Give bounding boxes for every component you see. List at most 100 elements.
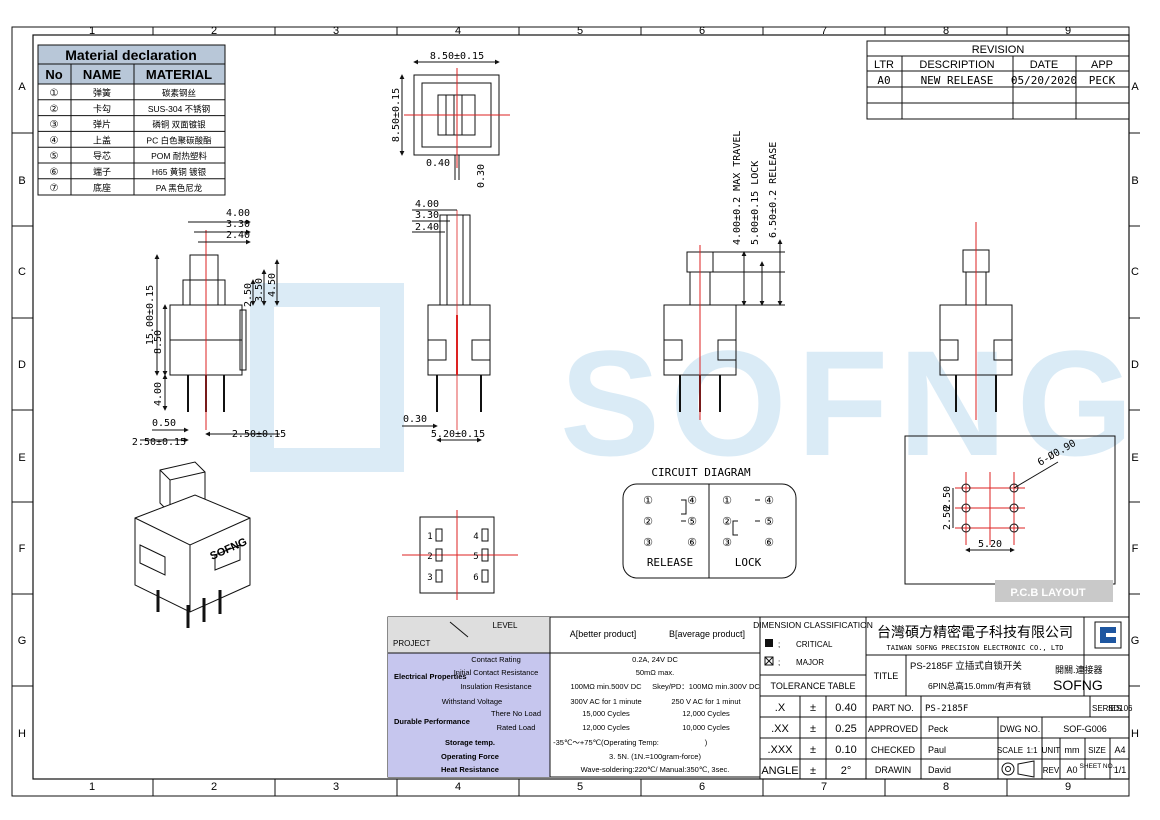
circuit-terminal: ④ [687,495,697,507]
pin-pad [435,548,443,562]
spec-row-b: ) [705,738,708,747]
pin-label: 4 [473,532,478,542]
approved-value: Peck [928,724,949,734]
spec-row-b: 250 V AC for 1 minut [671,697,741,706]
critical-label: CRITICAL [796,640,833,649]
pin-pad [435,569,443,583]
pin-label: 1 [427,532,432,542]
grid-col-label-top: 5 [577,25,583,37]
release-dim: 6.50±0.2 RELEASE [768,142,779,238]
grid-col-label-bottom: 4 [455,781,461,793]
travel-dim: 4.00±0.2 MAX TRAVEL [732,131,743,245]
drawn-value: David [928,765,951,775]
sofng-watermark: SOFNG [250,283,1133,487]
logo-icon [1094,621,1122,649]
spec-durable: Durable Performance [394,717,470,726]
pin-label: 3 [427,573,432,583]
rev-label: REV [1043,766,1060,775]
sheet-label: SHEET NO. [1080,763,1115,770]
tol-pm: ± [810,744,816,756]
material-row-material: SUS-304 不锈钢 [148,104,210,114]
inner-border [32,34,1130,780]
top-dim-width: 8.50±0.15 [430,51,484,62]
drawn-label: DRAWIN [875,765,911,775]
left-dim-1500: 15.00±0.15 [145,285,156,345]
tol-pm: ± [810,765,816,777]
spec-row-a: 15,000 Cycles [582,709,630,718]
pcb-badge: P.C.B LAYOUT [1010,587,1085,599]
material-row-material: POM 耐热塑料 [151,151,207,161]
left-dim-450: 4.50 [267,273,278,297]
rev-ltr: A0 [877,74,890,87]
spec-project: PROJECT [393,639,430,648]
pcb-dim-520: 5.20 [978,539,1002,550]
size-value: A4 [1114,745,1125,755]
material-row-name: 上盖 [93,134,111,145]
grid-row-label-left: A [18,81,26,93]
rev-header-ltr: LTR [874,59,894,71]
spec-electrical: Electrical Properties [394,672,467,681]
tol-key: .XXX [767,744,793,756]
tol-key: .XX [771,723,789,735]
left-dim-250a: 2.50±0.15 [132,437,186,448]
pcb-hole [961,483,971,493]
circuit-terminal: ③ [722,537,732,549]
major-mark-icon [764,656,774,666]
major-label: MAJOR [796,658,824,667]
grid-col-label-top: 4 [455,25,461,37]
material-header-name: NAME [83,67,122,82]
pin-pad [481,548,489,562]
spec-row-a: Wave-soldering:220℃/ Manual:350℃, 3sec. [581,765,730,774]
critical-mark-icon [765,639,773,647]
unit-value: mm [1065,745,1080,755]
spec-row-label: Initial Contact Resistance [454,668,539,677]
material-row-name: 弹簧 [93,87,111,98]
tol-key: .X [775,702,786,714]
pcb-dim-250a: 2.50 [942,486,953,510]
pin-pad [481,528,489,542]
spec-row-label: Contact Rating [471,655,521,664]
grid-row-label-right: G [1131,635,1140,647]
spec-row-label: There No Load [491,709,541,718]
material-row-no: ③ [50,120,59,131]
side-dim-240: 2.40 [415,222,439,233]
tol-pm: ± [810,723,816,735]
circuit-title: CIRCUIT DIAGRAM [651,466,751,479]
rev-date: 05/20/2020 [1011,74,1077,87]
svg-text:;: ; [778,640,780,649]
left-dim-250: 2.50 [243,283,254,307]
circuit-lock-label: LOCK [735,556,762,569]
grid-row-label-left: H [18,728,26,740]
tol-value: 2° [841,765,852,777]
pin-pad [481,569,489,583]
material-row-no: ④ [50,135,59,146]
spec-row-a: -35℃～+75℃(Operating Temp: [553,738,659,747]
svg-text:;: ; [778,658,780,667]
side-dim-400: 4.00 [415,199,439,210]
left-dim-050: 0.50 [152,418,176,429]
series-label: SERIES [1092,704,1121,713]
checked-label: CHECKED [871,745,916,755]
grid-row-label-left: C [18,266,26,278]
material-row-no: ⑥ [50,167,59,178]
circuit-terminal: ⑥ [687,537,697,549]
revision-table: REVISION LTR DESCRIPTION DATE APP A0 NEW… [866,40,1130,120]
checked-value: Paul [928,745,946,755]
circuit-terminal: ② [643,516,653,528]
company-cn: 台灣碩方精密電子科技有限公司 [877,624,1073,640]
grid-row-label-right: F [1132,543,1139,555]
grid-row-label-left: D [18,359,26,371]
spec-row-a: 300V AC for 1 minute [570,697,641,706]
series-value: SD106 [1108,704,1133,713]
spec-a-head: A[better product] [570,629,637,639]
revision-title: REVISION [972,44,1025,56]
rev-header-desc: DESCRIPTION [919,59,994,71]
grid-col-label-bottom: 8 [943,781,949,793]
spec-row-label: Insulation Resistance [460,682,531,691]
tol-value: 0.25 [835,723,856,735]
left-dim-350: 3.50 [254,278,265,302]
left-dim-850: 8.50 [153,330,164,354]
grid-row-label-right: C [1131,266,1139,278]
